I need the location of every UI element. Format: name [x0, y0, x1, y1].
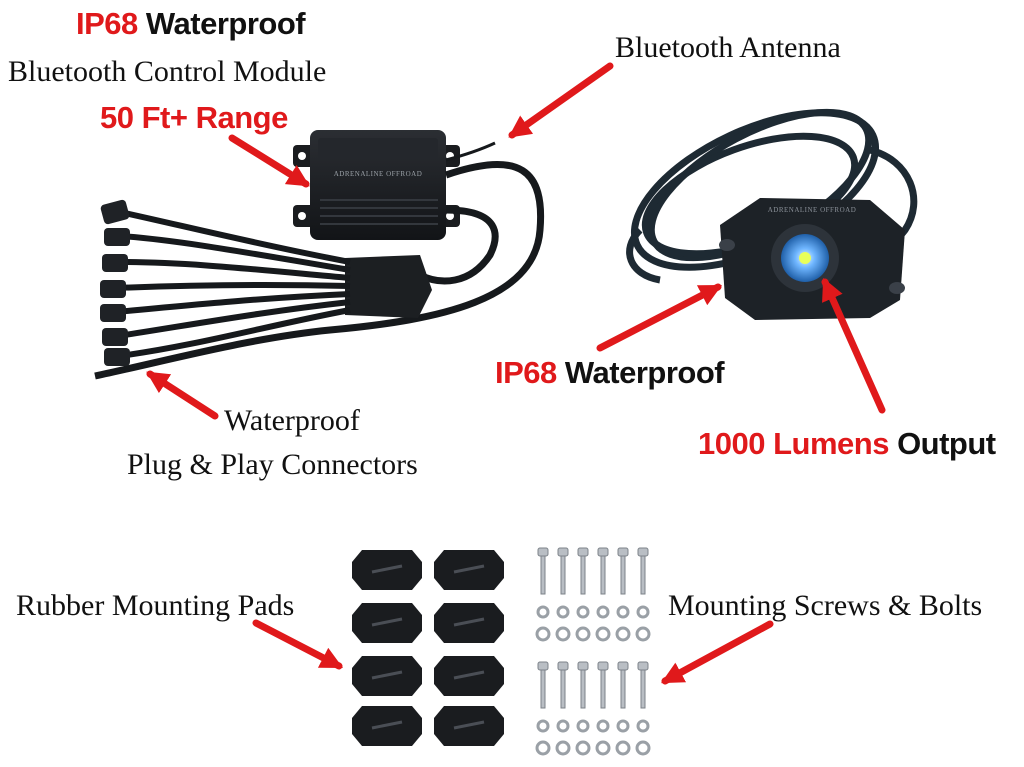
red-arrow-icon	[508, 62, 614, 139]
rock-light-image	[626, 108, 918, 320]
connectors-label-line1: Waterproof	[224, 404, 360, 437]
module-brand-logo: ADRENALINE OFFROAD	[334, 170, 423, 178]
lumens-heading: 1000 Lumens Output	[698, 426, 996, 462]
red-arrow-icon	[228, 134, 310, 188]
module-title: Bluetooth Control Module	[8, 55, 327, 88]
lumens-value-label: 1000 Lumens	[698, 426, 889, 461]
light-brand-logo: ADRENALINE OFFROAD	[768, 206, 857, 214]
screws-bolts-image	[535, 547, 651, 756]
screws-label: Mounting Screws & Bolts	[668, 589, 983, 622]
antenna-label: Bluetooth Antenna	[615, 31, 841, 64]
red-arrow-icon	[146, 370, 219, 420]
connectors-label-line2: Plug & Play Connectors	[127, 448, 418, 481]
module-waterproof-heading: IP68 Waterproof	[76, 6, 306, 42]
pads-label: Rubber Mounting Pads	[16, 589, 295, 622]
range-label: 50 Ft+ Range	[100, 100, 288, 135]
red-arrow-icon	[596, 283, 722, 352]
light-waterproof-heading: IP68 Waterproof	[495, 355, 725, 391]
red-arrow-icon	[821, 277, 886, 414]
red-arrow-icon	[252, 619, 343, 670]
control-module-image	[94, 130, 545, 380]
module-ip68-label: IP68	[76, 6, 138, 41]
module-waterproof-label: Waterproof	[145, 6, 306, 41]
red-arrow-icon	[661, 620, 774, 685]
light-waterproof-label: Waterproof	[564, 355, 725, 390]
rubber-pads-image	[352, 550, 504, 746]
lumens-output-label: Output	[897, 426, 996, 461]
light-ip68-label: IP68	[495, 355, 557, 390]
